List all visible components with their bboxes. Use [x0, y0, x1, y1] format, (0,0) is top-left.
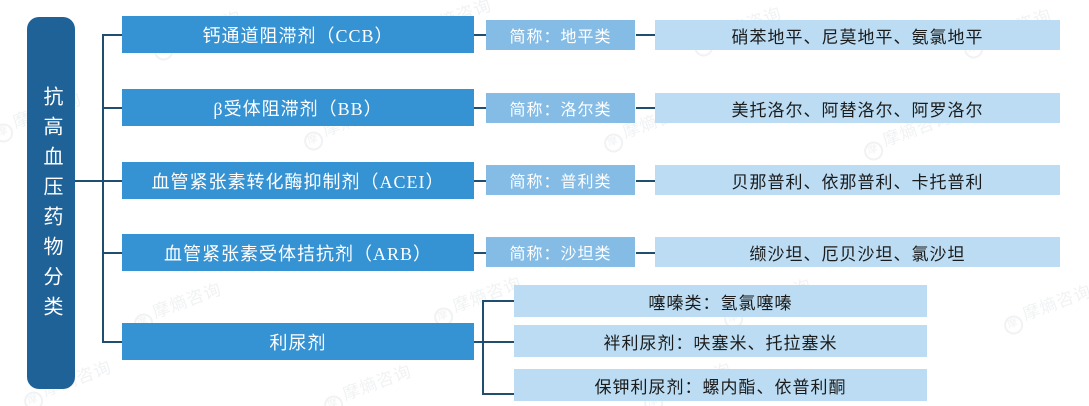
abbrev-label: 简称：沙坦类	[509, 246, 612, 263]
abbrev-box-arb[interactable]: 简称：沙坦类	[486, 237, 635, 267]
diuretic-subtype-label: 噻嗪类：氢氯噻嗪	[648, 293, 793, 313]
connector-abbrev-to-drugs-bb	[636, 107, 656, 109]
diuretic-subtype-label: 袢利尿剂：呋塞米、托拉塞米	[603, 333, 838, 353]
category-box-acei[interactable]: 血管紧张素转化酶抑制剂（ACEI）	[122, 162, 474, 199]
connector-root-stub	[75, 180, 103, 182]
drug-list-box-ccb[interactable]: 硝苯地平、尼莫地平、氨氯地平	[655, 20, 1060, 50]
abbrev-label: 简称：洛尔类	[509, 102, 612, 119]
category-label: 利尿剂	[269, 332, 327, 353]
connector-abbrev-to-drugs-ccb	[636, 34, 656, 36]
connector-bb-to-abbrev	[474, 107, 487, 109]
abbrev-box-bb[interactable]: 简称：洛尔类	[486, 93, 635, 123]
connector-abbrev-to-drugs-acei	[636, 180, 656, 182]
connector-diuretic-spine	[482, 300, 484, 394]
category-box-bb[interactable]: β受体阻滞剂（BB）	[122, 89, 474, 126]
watermark: 摩摩熵咨询	[428, 269, 527, 330]
drug-list-label: 硝苯地平、尼莫地平、氨氯地平	[731, 27, 984, 47]
root-category-box[interactable]: 抗高血压药物分类	[27, 17, 75, 389]
connector-trunk-to-branch-1	[102, 34, 123, 36]
diuretic-subtype-box-potassium-sparing[interactable]: 保钾利尿剂：螺内酯、依普利酮	[514, 369, 927, 401]
drug-list-box-arb[interactable]: 缬沙坦、厄贝沙坦、氯沙坦	[655, 237, 1060, 267]
diuretic-subtype-box-thiazide[interactable]: 噻嗪类：氢氯噻嗪	[514, 285, 927, 317]
diuretic-subtype-box-loop[interactable]: 袢利尿剂：呋塞米、托拉塞米	[514, 325, 927, 357]
connector-trunk-to-branch-4	[102, 252, 123, 254]
connector-trunk-to-branch-2	[102, 107, 123, 109]
diuretic-subtype-label: 保钾利尿剂：螺内酯、依普利酮	[594, 377, 847, 397]
watermark: 摩摩熵咨询	[998, 277, 1089, 338]
drug-list-box-bb[interactable]: 美托洛尔、阿替洛尔、阿罗洛尔	[655, 93, 1060, 123]
drug-list-label: 贝那普利、依那普利、卡托普利	[731, 172, 984, 192]
abbrev-label: 简称：地平类	[509, 29, 612, 46]
root-category-label: 抗高血压药物分类	[40, 85, 62, 326]
abbrev-box-acei[interactable]: 简称：普利类	[486, 165, 635, 195]
abbrev-label: 简称：普利类	[509, 174, 612, 191]
category-label: 血管紧张素转化酶抑制剂（ACEI）	[151, 171, 445, 192]
connector-acei-to-abbrev	[474, 180, 487, 182]
connector-trunk-to-branch-3	[102, 180, 123, 182]
connector-ccb-to-abbrev	[474, 34, 487, 36]
category-box-diuretic[interactable]: 利尿剂	[122, 323, 474, 360]
connector-diuretic-to-sub-3	[482, 393, 515, 395]
connector-diuretic-to-sub-1	[482, 300, 515, 302]
category-box-arb[interactable]: 血管紧张素受体拮抗剂（ARB）	[122, 234, 474, 271]
drug-list-label: 美托洛尔、阿替洛尔、阿罗洛尔	[731, 100, 984, 120]
drug-list-label: 缬沙坦、厄贝沙坦、氯沙坦	[749, 244, 966, 264]
connector-trunk-to-branch-5	[102, 341, 123, 343]
category-label: 血管紧张素受体拮抗剂（ARB）	[163, 243, 432, 264]
watermark: 摩摩熵咨询	[318, 357, 417, 406]
connector-diuretic-to-sub-2	[482, 341, 515, 343]
category-box-ccb[interactable]: 钙通道阻滞剂（CCB）	[122, 16, 474, 53]
connector-arb-to-abbrev	[474, 252, 487, 254]
drug-list-box-acei[interactable]: 贝那普利、依那普利、卡托普利	[655, 165, 1060, 195]
category-label: 钙通道阻滞剂（CCB）	[202, 25, 394, 46]
category-label: β受体阻滞剂（BB）	[213, 98, 383, 119]
abbrev-box-ccb[interactable]: 简称：地平类	[486, 20, 635, 50]
connector-trunk-vertical	[102, 34, 104, 342]
connector-abbrev-to-drugs-arb	[636, 252, 656, 254]
